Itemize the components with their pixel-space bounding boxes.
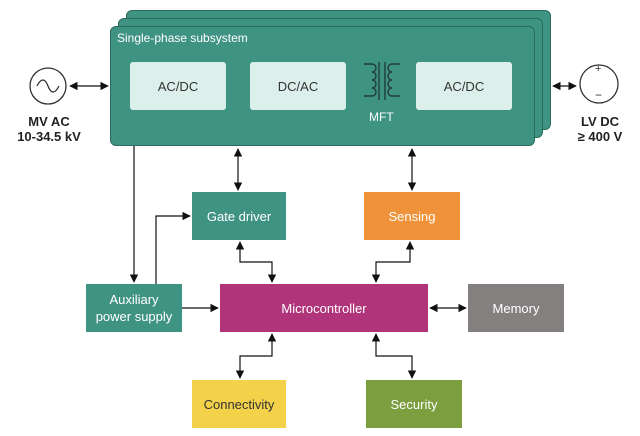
transformer-label: MFT (369, 110, 394, 124)
load-label-line2: ≥ 400 V (577, 129, 623, 144)
ac-source-icon (29, 67, 67, 105)
dc-load-minus: − (595, 88, 603, 102)
wire-gate-driver-microcontroller (235, 241, 277, 283)
aux-label-line2: power supply (95, 309, 173, 324)
subsystem-title: Single-phase subsystem (117, 31, 248, 45)
gate-driver-block: Gate driver (192, 192, 286, 240)
load-label: LV DC ≥ 400 V (568, 114, 632, 144)
wire-aux-gate-driver (155, 211, 191, 284)
connectivity-block: Connectivity (192, 380, 286, 428)
microcontroller-block: Microcontroller (220, 284, 428, 332)
stage-ac-dc-output: AC/DC (416, 62, 512, 110)
stage-ac-dc-input: AC/DC (130, 62, 226, 110)
auxiliary-power-supply-block: Auxiliary power supply (86, 284, 182, 332)
source-label: MV AC 10-34.5 kV (6, 114, 92, 144)
security-block: Security (366, 380, 462, 428)
memory-block: Memory (468, 284, 564, 332)
load-label-line1: LV DC (580, 114, 620, 129)
dc-load-icon (579, 64, 619, 104)
source-label-line1: MV AC (28, 114, 70, 129)
wire-microcontroller-connectivity (235, 333, 277, 379)
sensing-block: Sensing (364, 192, 460, 240)
source-label-line2: 10-34.5 kV (17, 129, 81, 144)
dc-load-plus: + (595, 63, 602, 75)
stage-dc-ac: DC/AC (250, 62, 346, 110)
wire-sensing-microcontroller (371, 241, 415, 283)
wire-microcontroller-security (371, 333, 417, 379)
aux-label-line1: Auxiliary (109, 292, 159, 307)
transformer-icon (364, 62, 400, 100)
